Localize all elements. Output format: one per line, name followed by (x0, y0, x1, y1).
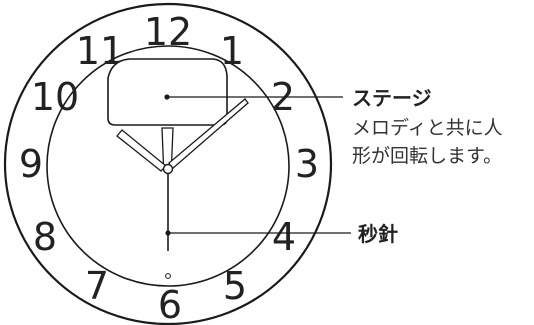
numeral-9: 9 (19, 142, 43, 186)
numeral-12: 12 (144, 10, 192, 54)
numeral-8: 8 (33, 215, 57, 259)
bottom-marker (165, 273, 171, 279)
numeral-6: 6 (158, 283, 182, 325)
second-hand-callout-title: 秒針 (358, 222, 398, 246)
numeral-3: 3 (295, 142, 319, 186)
numeral-7: 7 (85, 264, 109, 308)
stage-callout-line2: 形が回転します。 (352, 145, 502, 167)
stage-callout-title: ステージ (352, 86, 432, 110)
stage-callout-line1: メロディと共に人 (352, 117, 503, 139)
stage-window (107, 58, 228, 126)
hour-hand (161, 127, 174, 166)
center-hub (162, 163, 174, 175)
clock-inner-dial (46, 45, 290, 287)
numeral-5: 5 (223, 264, 247, 308)
numeral-4: 4 (272, 215, 296, 259)
numeral-10: 10 (31, 75, 79, 119)
